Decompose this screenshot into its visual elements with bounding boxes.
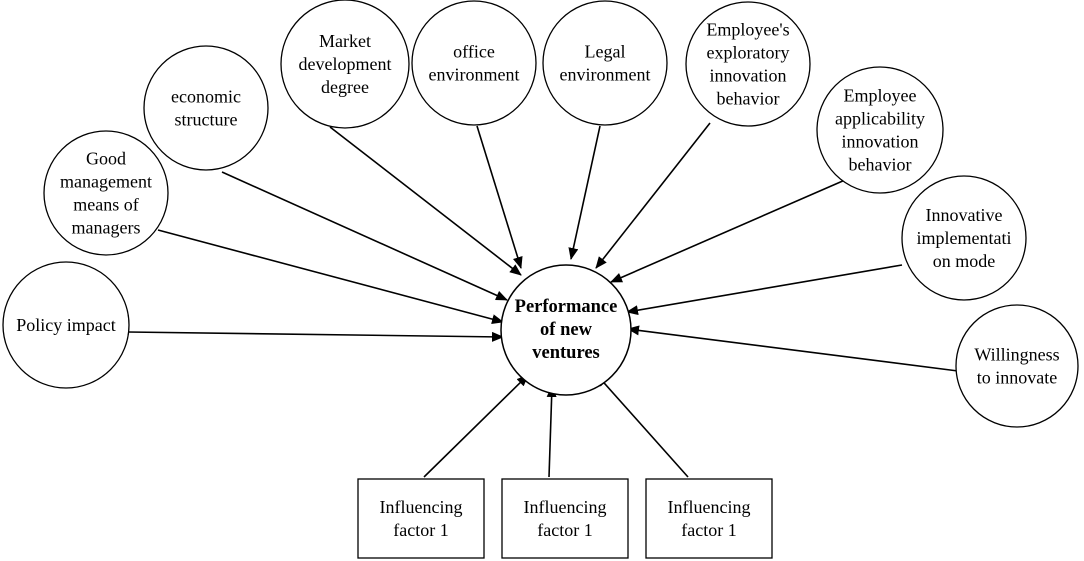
label-center-line-2: of new	[540, 320, 593, 340]
label-employee-applicability-line-2: applicability	[835, 109, 925, 129]
node-legal-environment: Legal environment	[542, 0, 668, 126]
label-economic-structure-line-2: structure	[175, 110, 238, 130]
node-economic-structure: economic structure	[143, 45, 269, 171]
node-employee-applicability: Employee applicability innovation behavior	[816, 66, 944, 194]
node-circle	[816, 66, 944, 194]
node-circle	[685, 1, 811, 127]
center-circle	[500, 264, 632, 396]
label-influencing-factor-a-line-1: Influencing	[380, 497, 463, 517]
label-market-development-line-2: development	[299, 54, 392, 74]
label-innovative-implementation-line-3: on mode	[933, 251, 996, 271]
node-circle	[901, 175, 1027, 301]
arrow-willingness-innovate-to-performance	[627, 325, 959, 372]
label-employee-exploratory-line-4: behavior	[717, 89, 780, 109]
arrow-influencing-factor-b-to-performance	[546, 385, 557, 478]
label-good-management-line-2: management	[60, 172, 152, 192]
arrow-legal-environment-to-performance	[568, 125, 601, 260]
node-circle	[143, 45, 269, 171]
node-willingness-innovate: Willingness to innovate	[955, 304, 1079, 428]
node-circle	[411, 0, 537, 126]
label-employee-exploratory-line-1: Employee's	[706, 20, 789, 40]
arrow-economic-structure-to-performance	[221, 171, 508, 301]
label-office-environment-line-2: environment	[429, 65, 520, 85]
label-good-management-line-1: Good	[86, 149, 126, 169]
arrow-market-development-to-performance	[329, 126, 522, 276]
label-employee-exploratory-line-2: exploratory	[707, 43, 790, 63]
node-policy-impact: Policy impact	[2, 261, 130, 389]
arrow-employee-exploratory-to-performance	[595, 122, 711, 269]
label-policy-impact-line-1: Policy impact	[16, 315, 115, 335]
node-circle	[2, 261, 130, 389]
box-rect	[645, 478, 773, 559]
label-market-development-line-3: degree	[321, 77, 369, 97]
label-influencing-factor-c-line-2: factor 1	[681, 520, 736, 540]
label-influencing-factor-c-line-1: Influencing	[668, 497, 751, 517]
node-innovative-implementation: Innovative implementati on mode	[901, 175, 1027, 301]
label-office-environment-line-1: office	[453, 42, 495, 62]
label-market-development-line-1: Market	[319, 31, 371, 51]
label-center-line-1: Performance	[515, 297, 618, 317]
node-performance-of-new-ventures: Performance of new ventures	[500, 264, 632, 396]
label-employee-applicability-line-3: innovation	[842, 132, 919, 152]
box-influencing-factor-a: Influencing factor 1	[357, 478, 485, 559]
node-circle	[955, 304, 1079, 428]
arrow-employee-applicability-to-performance	[610, 179, 846, 283]
node-employee-exploratory: Employee's exploratory innovation behavior	[685, 1, 811, 127]
label-innovative-implementation-line-1: Innovative	[926, 205, 1003, 225]
node-good-management: Good management means of managers	[43, 130, 169, 256]
box-rect	[357, 478, 485, 559]
label-influencing-factor-b-line-2: factor 1	[537, 520, 592, 540]
label-willingness-innovate-line-1: Willingness	[974, 345, 1059, 365]
label-influencing-factor-b-line-1: Influencing	[524, 497, 607, 517]
node-office-environment: office environment	[411, 0, 537, 126]
label-innovative-implementation-line-2: implementati	[917, 228, 1012, 248]
label-economic-structure-line-1: economic	[171, 87, 241, 107]
box-rect	[501, 478, 629, 559]
label-good-management-line-3: means of	[73, 195, 138, 215]
label-employee-applicability-line-1: Employee	[844, 86, 917, 106]
label-good-management-line-4: managers	[72, 218, 141, 238]
label-legal-environment-line-2: environment	[560, 65, 651, 85]
box-influencing-factor-c: Influencing factor 1	[645, 478, 773, 559]
label-employee-applicability-line-4: behavior	[849, 155, 912, 175]
arrow-office-environment-to-performance	[476, 125, 523, 269]
arrow-influencing-factor-c-to-performance	[596, 374, 689, 478]
node-circle	[280, 0, 410, 129]
arrow-influencing-factor-a-to-performance	[423, 374, 529, 478]
node-market-development: Market development degree	[280, 0, 410, 129]
arrow-policy-impact-to-performance	[127, 331, 504, 342]
label-willingness-innovate-line-2: to innovate	[977, 368, 1057, 388]
label-legal-environment-line-1: Legal	[585, 42, 626, 62]
arrow-good-management-to-performance	[157, 229, 504, 324]
label-influencing-factor-a-line-2: factor 1	[393, 520, 448, 540]
label-employee-exploratory-line-3: innovation	[710, 66, 787, 86]
arrow-innovative-implementation-to-performance	[626, 264, 903, 316]
node-circle	[43, 130, 169, 256]
node-circle	[542, 0, 668, 126]
box-influencing-factor-b: Influencing factor 1	[501, 478, 629, 559]
label-center-line-3: ventures	[532, 343, 600, 363]
